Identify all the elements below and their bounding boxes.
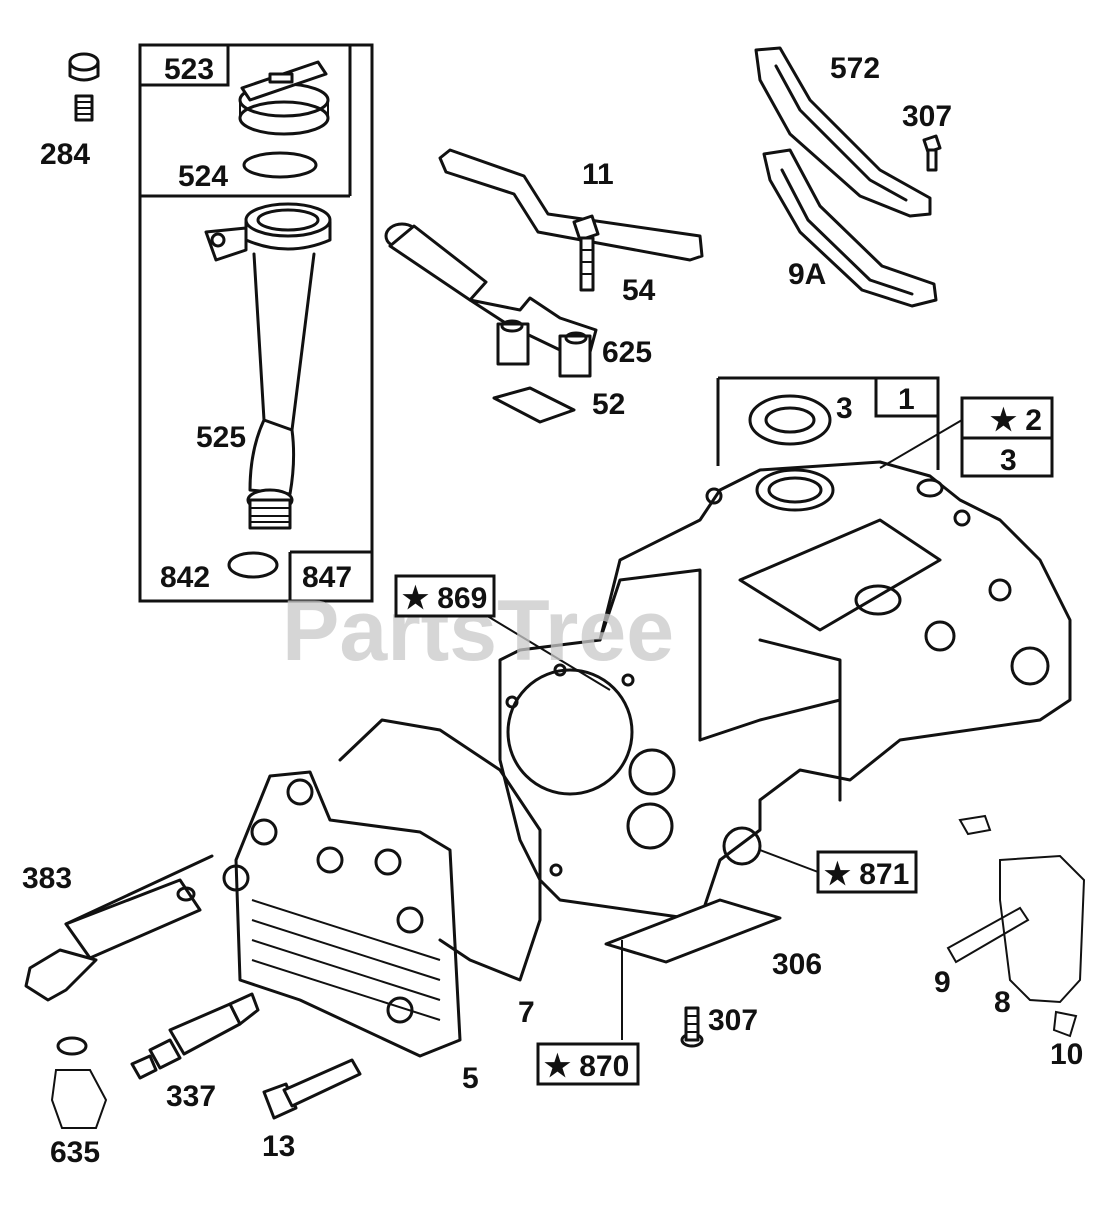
- gasket-part-52: [492, 386, 576, 424]
- group-1-frame: [716, 376, 940, 470]
- label-3-seal: 3: [836, 392, 853, 425]
- oil-fill-tube-part-525: [204, 202, 332, 530]
- label-383: 383: [22, 862, 72, 895]
- label-box-869: [394, 574, 496, 618]
- label-7: 7: [518, 996, 535, 1029]
- rod-part-383: [24, 854, 214, 1002]
- label-870: ★ 870: [544, 1050, 629, 1083]
- label-box-870: [536, 1042, 640, 1086]
- gasket-part-9a: [762, 148, 938, 308]
- breather-assembly-part-625: [384, 222, 598, 378]
- label-307-lower: 307: [708, 1004, 758, 1037]
- label-52: 52: [592, 388, 625, 421]
- cover-plate-part-572: [754, 46, 932, 218]
- label-625: 625: [602, 336, 652, 369]
- label-box-871: [816, 850, 918, 894]
- leader-lines: [483, 613, 819, 1040]
- label-2: ★ 2: [990, 404, 1042, 437]
- oil-seal-part-3: [748, 394, 832, 446]
- label-572: 572: [830, 52, 880, 85]
- label-1: 1: [898, 383, 915, 416]
- label-842: 842: [160, 561, 210, 594]
- label-9a: 9A: [788, 258, 826, 291]
- screw-part-54: [572, 214, 600, 292]
- label-10: 10: [1050, 1038, 1083, 1071]
- o-ring-part-524: [242, 151, 318, 179]
- label-5: 5: [462, 1062, 479, 1095]
- label-635: 635: [50, 1136, 100, 1169]
- spark-plug-part-337: [130, 992, 260, 1080]
- label-869: ★ 869: [402, 582, 487, 615]
- group-2-frame: [879, 396, 1054, 478]
- dipstick-cap-part-523: [238, 60, 330, 136]
- label-306: 306: [772, 948, 822, 981]
- label-284: 284: [40, 138, 90, 171]
- label-871: ★ 871: [824, 858, 909, 891]
- label-337: 337: [166, 1080, 216, 1113]
- screw-part-307-upper: [922, 134, 942, 172]
- governor-parts-8-9-10: [946, 814, 1086, 1038]
- label-11: 11: [582, 158, 614, 191]
- breather-tube-part-11: [438, 148, 704, 262]
- head-bolt-part-13: [262, 1058, 362, 1120]
- screw-part-307-lower: [680, 1006, 704, 1048]
- fitting-part-635: [50, 1036, 108, 1129]
- label-525: 525: [196, 421, 246, 454]
- oil-fill-group-frame: [138, 43, 374, 603]
- label-523: 523: [164, 53, 214, 86]
- head-gasket-part-7: [338, 718, 542, 982]
- label-8: 8: [994, 986, 1011, 1019]
- label-54: 54: [622, 274, 656, 307]
- label-847: 847: [302, 561, 352, 594]
- label-13: 13: [262, 1130, 295, 1163]
- cylinder-head-part-5: [222, 770, 462, 1058]
- gasket-part-306: [604, 898, 782, 964]
- label-307-upper: 307: [902, 100, 952, 133]
- cylinder-block: [498, 460, 1072, 922]
- label-3-box: 3: [1000, 444, 1017, 477]
- oil-plug-part-284: [68, 52, 100, 122]
- seal-part-842: [227, 551, 279, 579]
- label-9: 9: [934, 966, 951, 999]
- label-524: 524: [178, 160, 228, 193]
